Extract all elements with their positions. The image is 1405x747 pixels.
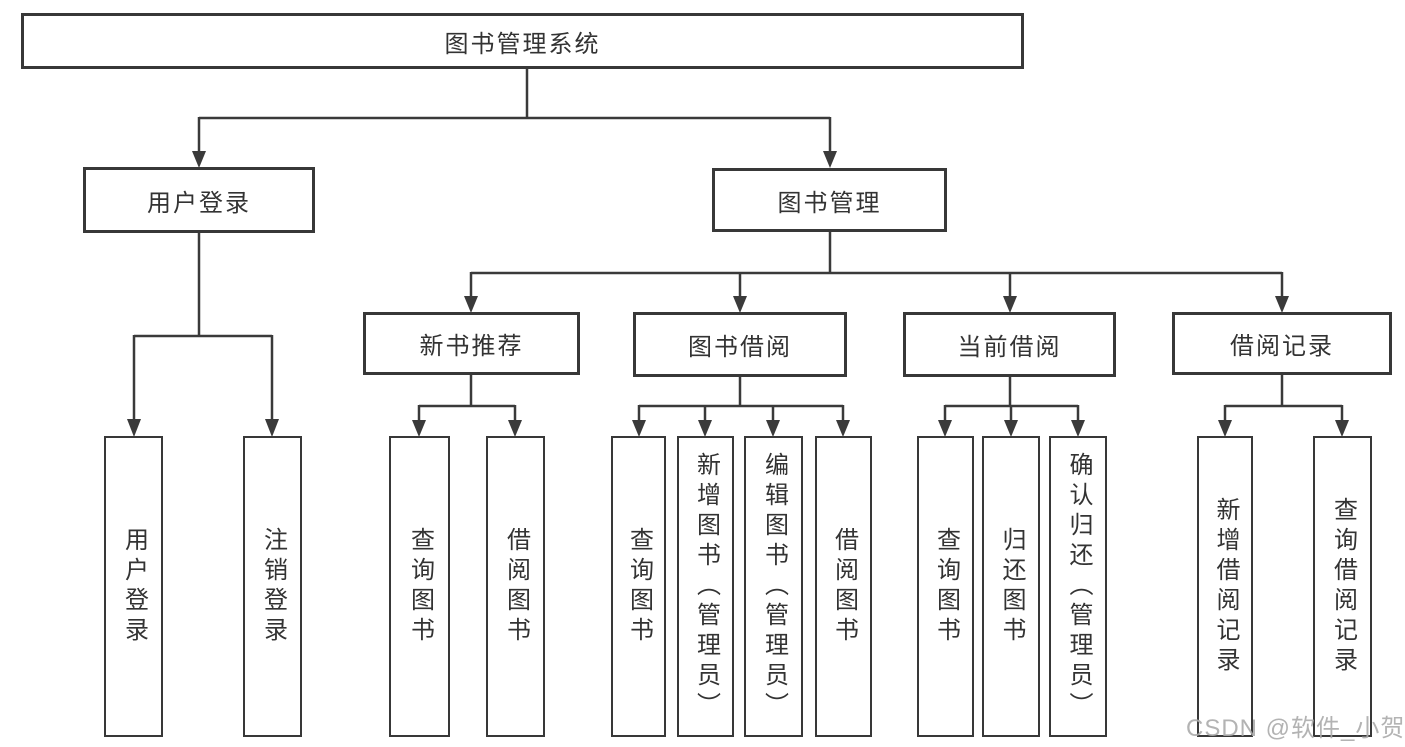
- node-new-book-recommend: 新书推荐: [363, 312, 580, 375]
- leaf-label: 新增图书（管理员）: [692, 451, 720, 722]
- leaf-query-book-current: 查询图书: [917, 436, 974, 737]
- node-current-borrow: 当前借阅: [903, 312, 1116, 377]
- csdn-watermark: CSDN @软件_小贺同学: [1186, 715, 1405, 742]
- leaf-query-book-borrow: 查询图书: [611, 436, 666, 737]
- leaf-label: 归还图书: [998, 526, 1025, 647]
- node-label: 图书管理: [777, 189, 882, 217]
- leaf-return-book: 归还图书: [982, 436, 1040, 737]
- leaf-label: 借阅图书: [830, 526, 858, 647]
- leaf-label: 用户登录: [120, 526, 148, 647]
- node-user-login: 用户登录: [83, 167, 315, 233]
- leaf-label: 新增借阅记录: [1212, 496, 1239, 677]
- node-book-borrow: 图书借阅: [633, 312, 847, 377]
- arrowhead-icons: [127, 151, 1349, 437]
- leaf-label: 查询图书: [625, 526, 653, 647]
- node-label: 当前借阅: [957, 334, 1062, 361]
- leaf-logout: 注销登录: [243, 436, 302, 737]
- node-book-management: 图书管理: [712, 168, 947, 232]
- leaf-add-borrow-record: 新增借阅记录: [1197, 436, 1253, 737]
- node-label: 图书借阅: [688, 334, 792, 361]
- node-label: 借阅记录: [1230, 333, 1334, 360]
- leaf-user-login: 用户登录: [104, 436, 163, 737]
- leaf-label: 注销登录: [259, 526, 287, 647]
- leaf-add-book-admin: 新增图书（管理员）: [677, 436, 734, 737]
- leaf-borrow-book-recommend: 借阅图书: [486, 436, 545, 737]
- leaf-label: 查询图书: [406, 526, 434, 647]
- node-label: 用户登录: [147, 189, 251, 217]
- node-root-library-system: 图书管理系统: [21, 13, 1024, 69]
- leaf-edit-book-admin: 编辑图书（管理员）: [744, 436, 803, 737]
- leaf-query-book-recommend: 查询图书: [389, 436, 450, 737]
- leaf-label: 确认归还（管理员）: [1065, 451, 1092, 722]
- node-borrow-record: 借阅记录: [1172, 312, 1392, 375]
- leaf-label: 查询借阅记录: [1329, 496, 1357, 677]
- leaf-label: 借阅图书: [502, 526, 530, 647]
- leaf-label: 查询图书: [932, 526, 960, 647]
- leaf-label: 编辑图书（管理员）: [760, 451, 788, 722]
- leaf-borrow-book: 借阅图书: [815, 436, 872, 737]
- leaf-confirm-return-admin: 确认归还（管理员）: [1049, 436, 1107, 737]
- node-label: 图书管理系统: [444, 30, 601, 58]
- node-label: 新书推荐: [419, 333, 524, 360]
- leaf-query-borrow-record: 查询借阅记录: [1313, 436, 1372, 737]
